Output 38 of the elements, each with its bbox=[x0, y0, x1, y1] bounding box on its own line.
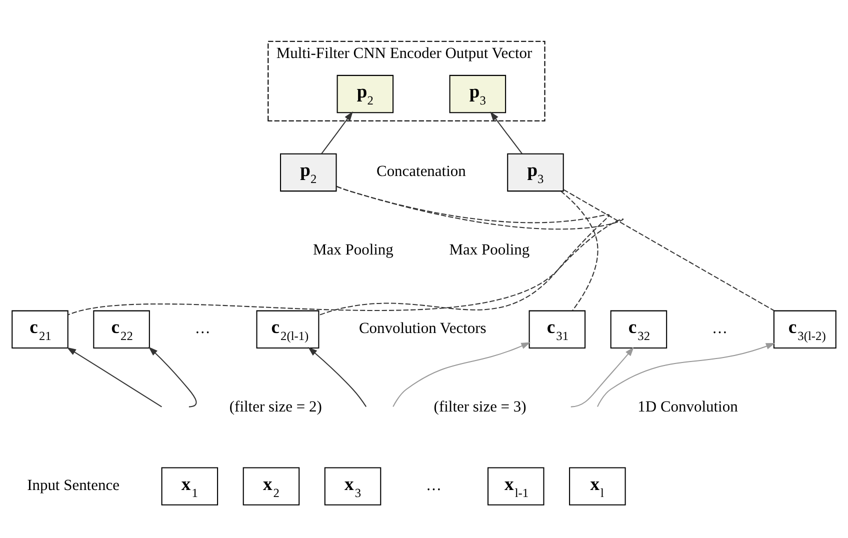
connector bbox=[560, 190, 598, 311]
node-box: c$_{31}$ bbox=[528, 310, 586, 348]
label: 1D Convolution bbox=[638, 398, 738, 416]
node-box: p$_{2}$ bbox=[280, 153, 337, 192]
arrow bbox=[308, 347, 367, 407]
connector bbox=[318, 186, 608, 316]
node-box: p$_{3}$ bbox=[449, 74, 506, 114]
arrow bbox=[66, 347, 162, 408]
node-box: x$_{l}$ bbox=[569, 467, 626, 506]
node-box: x$_{3}$ bbox=[324, 467, 382, 506]
node-box: c$_{21}$ bbox=[12, 310, 68, 348]
node-box: c$_{3(l-2)}$ bbox=[773, 310, 836, 348]
label: Convolution Vectors bbox=[358, 320, 486, 337]
node-box: p$_{3}$ bbox=[507, 153, 564, 192]
label: … bbox=[712, 320, 728, 337]
label: Concatenation bbox=[376, 163, 466, 180]
label: Max Pooling bbox=[313, 242, 394, 259]
node-box: c$_{22}$ bbox=[93, 310, 150, 348]
label: Max Pooling bbox=[449, 242, 530, 259]
arrow bbox=[392, 342, 531, 407]
connector bbox=[68, 186, 621, 316]
node-box: c$_{2(l-1)}$ bbox=[256, 310, 320, 348]
arrow bbox=[490, 111, 522, 154]
arrow bbox=[321, 111, 353, 154]
label: (filter size = 3) bbox=[434, 398, 526, 416]
arrow bbox=[570, 346, 634, 408]
connector bbox=[563, 189, 775, 312]
node-box: x$_{1}$ bbox=[161, 467, 218, 506]
node-box: c$_{32}$ bbox=[610, 310, 668, 348]
node-box: x$_{2}$ bbox=[242, 467, 300, 506]
arrow bbox=[597, 342, 776, 407]
label: (filter size = 2) bbox=[229, 398, 322, 416]
node-box: p$_{2}$ bbox=[336, 74, 394, 114]
label: … bbox=[426, 476, 442, 494]
label: Input Sentence bbox=[27, 476, 120, 494]
label: … bbox=[194, 320, 210, 337]
node-box: x$_{l-1}$ bbox=[487, 467, 544, 506]
arrow bbox=[148, 346, 197, 408]
